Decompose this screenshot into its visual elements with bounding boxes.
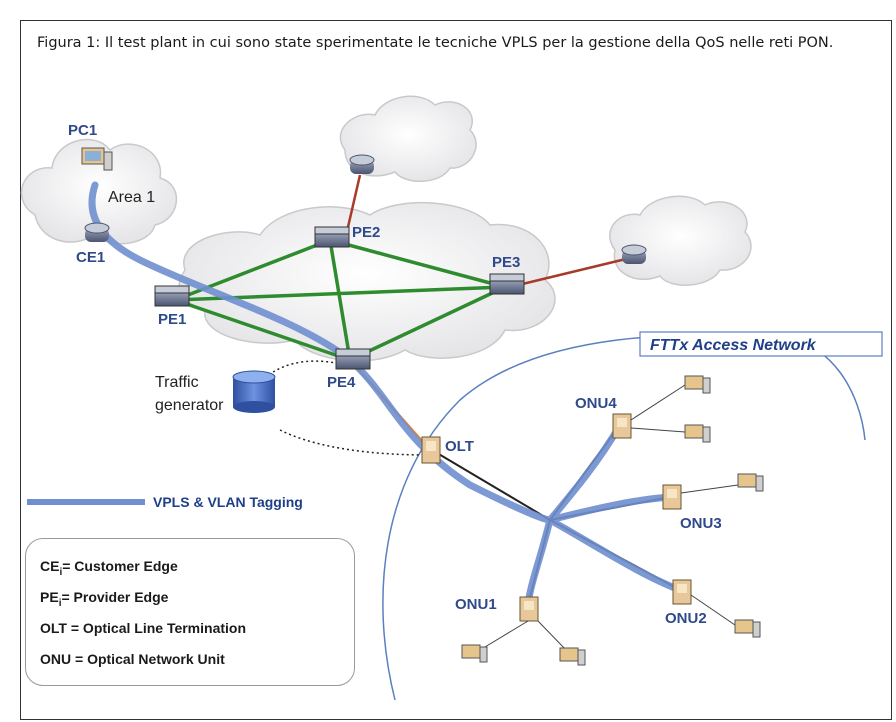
link-traffic-olt (279, 429, 429, 456)
key-row-olt: OLT = Optical Line Termination (40, 613, 354, 644)
olt-device-icon (421, 436, 441, 464)
pc-icon-host (461, 644, 488, 663)
label-traffic-generator-line2: generator (155, 397, 224, 414)
router-icon-top (349, 154, 375, 174)
label-onu1: ONU1 (455, 596, 497, 613)
core-links (174, 238, 506, 362)
label-onu4: ONU4 (575, 395, 617, 412)
fttx-label-box: FTTx Access Network (639, 331, 883, 357)
key-row-ce: CEi= Customer Edge (40, 551, 354, 582)
label-area1: Area 1 (108, 189, 155, 206)
figure-caption: Figura 1: Il test plant in cui sono stat… (37, 35, 834, 51)
label-pe3: PE3 (492, 254, 520, 271)
pc-icon-pc1 (81, 147, 113, 171)
key-text: = Provider Edge (61, 589, 169, 605)
fttx-boundary-line (382, 334, 866, 701)
onu2-device-icon (672, 579, 692, 605)
router-icon-right (621, 244, 647, 264)
label-pc1: PC1 (68, 122, 97, 139)
label-onu2: ONU2 (665, 610, 707, 627)
key-abbr: OLT (40, 620, 67, 636)
onu1-device-icon (519, 596, 539, 622)
key-abbr: PE (40, 589, 59, 605)
onu4-device-icon (612, 413, 632, 439)
abbreviation-key: CEi= Customer Edge PEi= Provider Edge OL… (25, 538, 355, 686)
key-abbr: ONU (40, 651, 72, 667)
label-pe1: PE1 (158, 311, 186, 328)
key-row-pe: PEi= Provider Edge (40, 582, 354, 613)
traffic-generator-icon (232, 370, 276, 413)
router-icon-ce1 (84, 222, 110, 242)
onu3-device-icon (662, 484, 682, 510)
pc-icon-host (737, 473, 764, 492)
label-traffic-generator: Traffic (155, 374, 199, 391)
key-text: = Optical Network Unit (71, 651, 225, 667)
pc-icon-host (684, 424, 711, 443)
link-pe3-router-right (509, 256, 631, 289)
switch-icon-pe2 (314, 226, 350, 248)
label-pe4: PE4 (327, 374, 356, 391)
key-sub: i (58, 597, 62, 609)
label-onu3: ONU3 (680, 515, 722, 532)
key-text: = Optical Line Termination (66, 620, 247, 636)
cloud-core (178, 201, 556, 362)
vpls-legend-label: VPLS & VLAN Tagging (153, 494, 303, 510)
switch-icon-pe3 (489, 273, 525, 295)
pc-icon-host (684, 375, 711, 394)
label-ce1: CE1 (76, 249, 105, 266)
label-olt: OLT (445, 438, 474, 455)
key-sub: i (59, 566, 63, 578)
host-links (479, 384, 739, 653)
key-abbr: CE (40, 558, 60, 574)
key-row-onu: ONU = Optical Network Unit (40, 644, 354, 675)
switch-icon-pe4 (335, 348, 371, 370)
switch-icon-pe1 (154, 285, 190, 307)
label-pe2: PE2 (352, 224, 380, 241)
link-traffic-pe4 (257, 360, 346, 386)
pc-icon-host (559, 647, 586, 666)
pc-icon-host (734, 619, 761, 638)
cloud-right (609, 195, 752, 286)
fttx-label: FTTx Access Network (650, 337, 817, 354)
key-text: = Customer Edge (62, 558, 178, 574)
